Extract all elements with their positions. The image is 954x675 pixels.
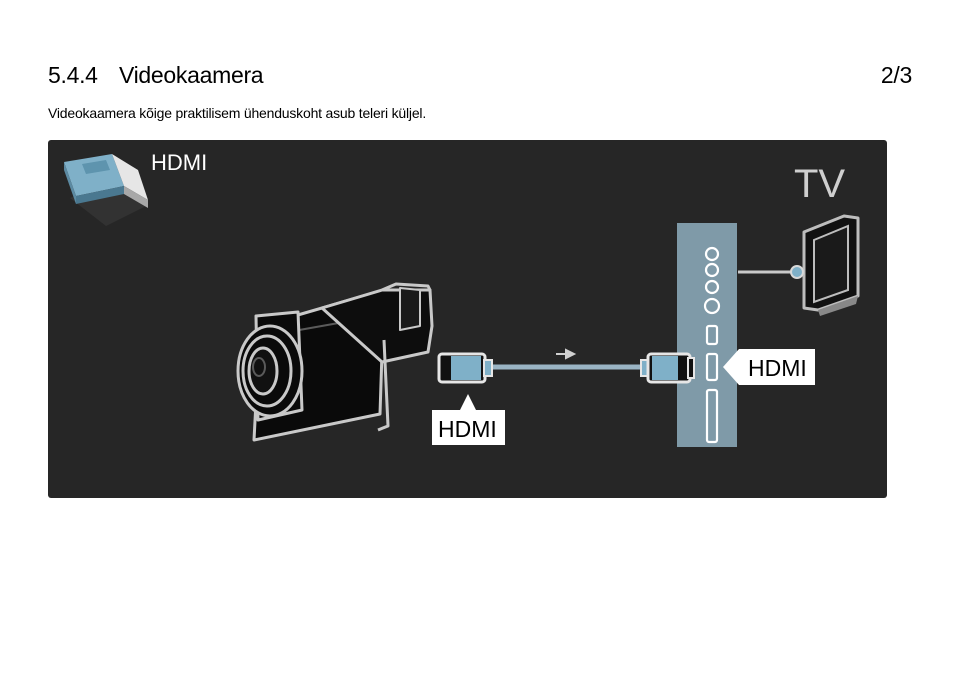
tv-hdmi-plug (640, 352, 695, 384)
connection-diagram: HDMI TV (48, 140, 887, 498)
diagram-canvas: HDMI TV (64, 150, 860, 447)
camera-port-callout (432, 394, 505, 445)
intro-paragraph: Videokaamera kõige praktilisem ühendusko… (48, 105, 427, 121)
page-indicator: 2/3 (880, 62, 912, 88)
camera-port-label: HDMI (438, 416, 497, 442)
camera-hdmi-plug (437, 352, 493, 384)
connector-heading: HDMI (151, 150, 207, 175)
tv-link-dot (790, 265, 804, 279)
signal-arrow (556, 348, 577, 360)
page-header: 5.4.4 Videokaamera 2/3 (48, 62, 912, 92)
tv-set-icon (802, 214, 860, 316)
tv-label: TV (794, 162, 845, 206)
section-title: Videokaamera (119, 62, 264, 88)
tv-port-label: HDMI (748, 355, 807, 381)
tv-port-callout (723, 349, 815, 385)
camcorder-icon (236, 282, 434, 442)
hdmi-connector-icon (64, 154, 148, 226)
section-number: 5.4.4 (48, 62, 98, 88)
tv-side-ports (703, 246, 721, 444)
